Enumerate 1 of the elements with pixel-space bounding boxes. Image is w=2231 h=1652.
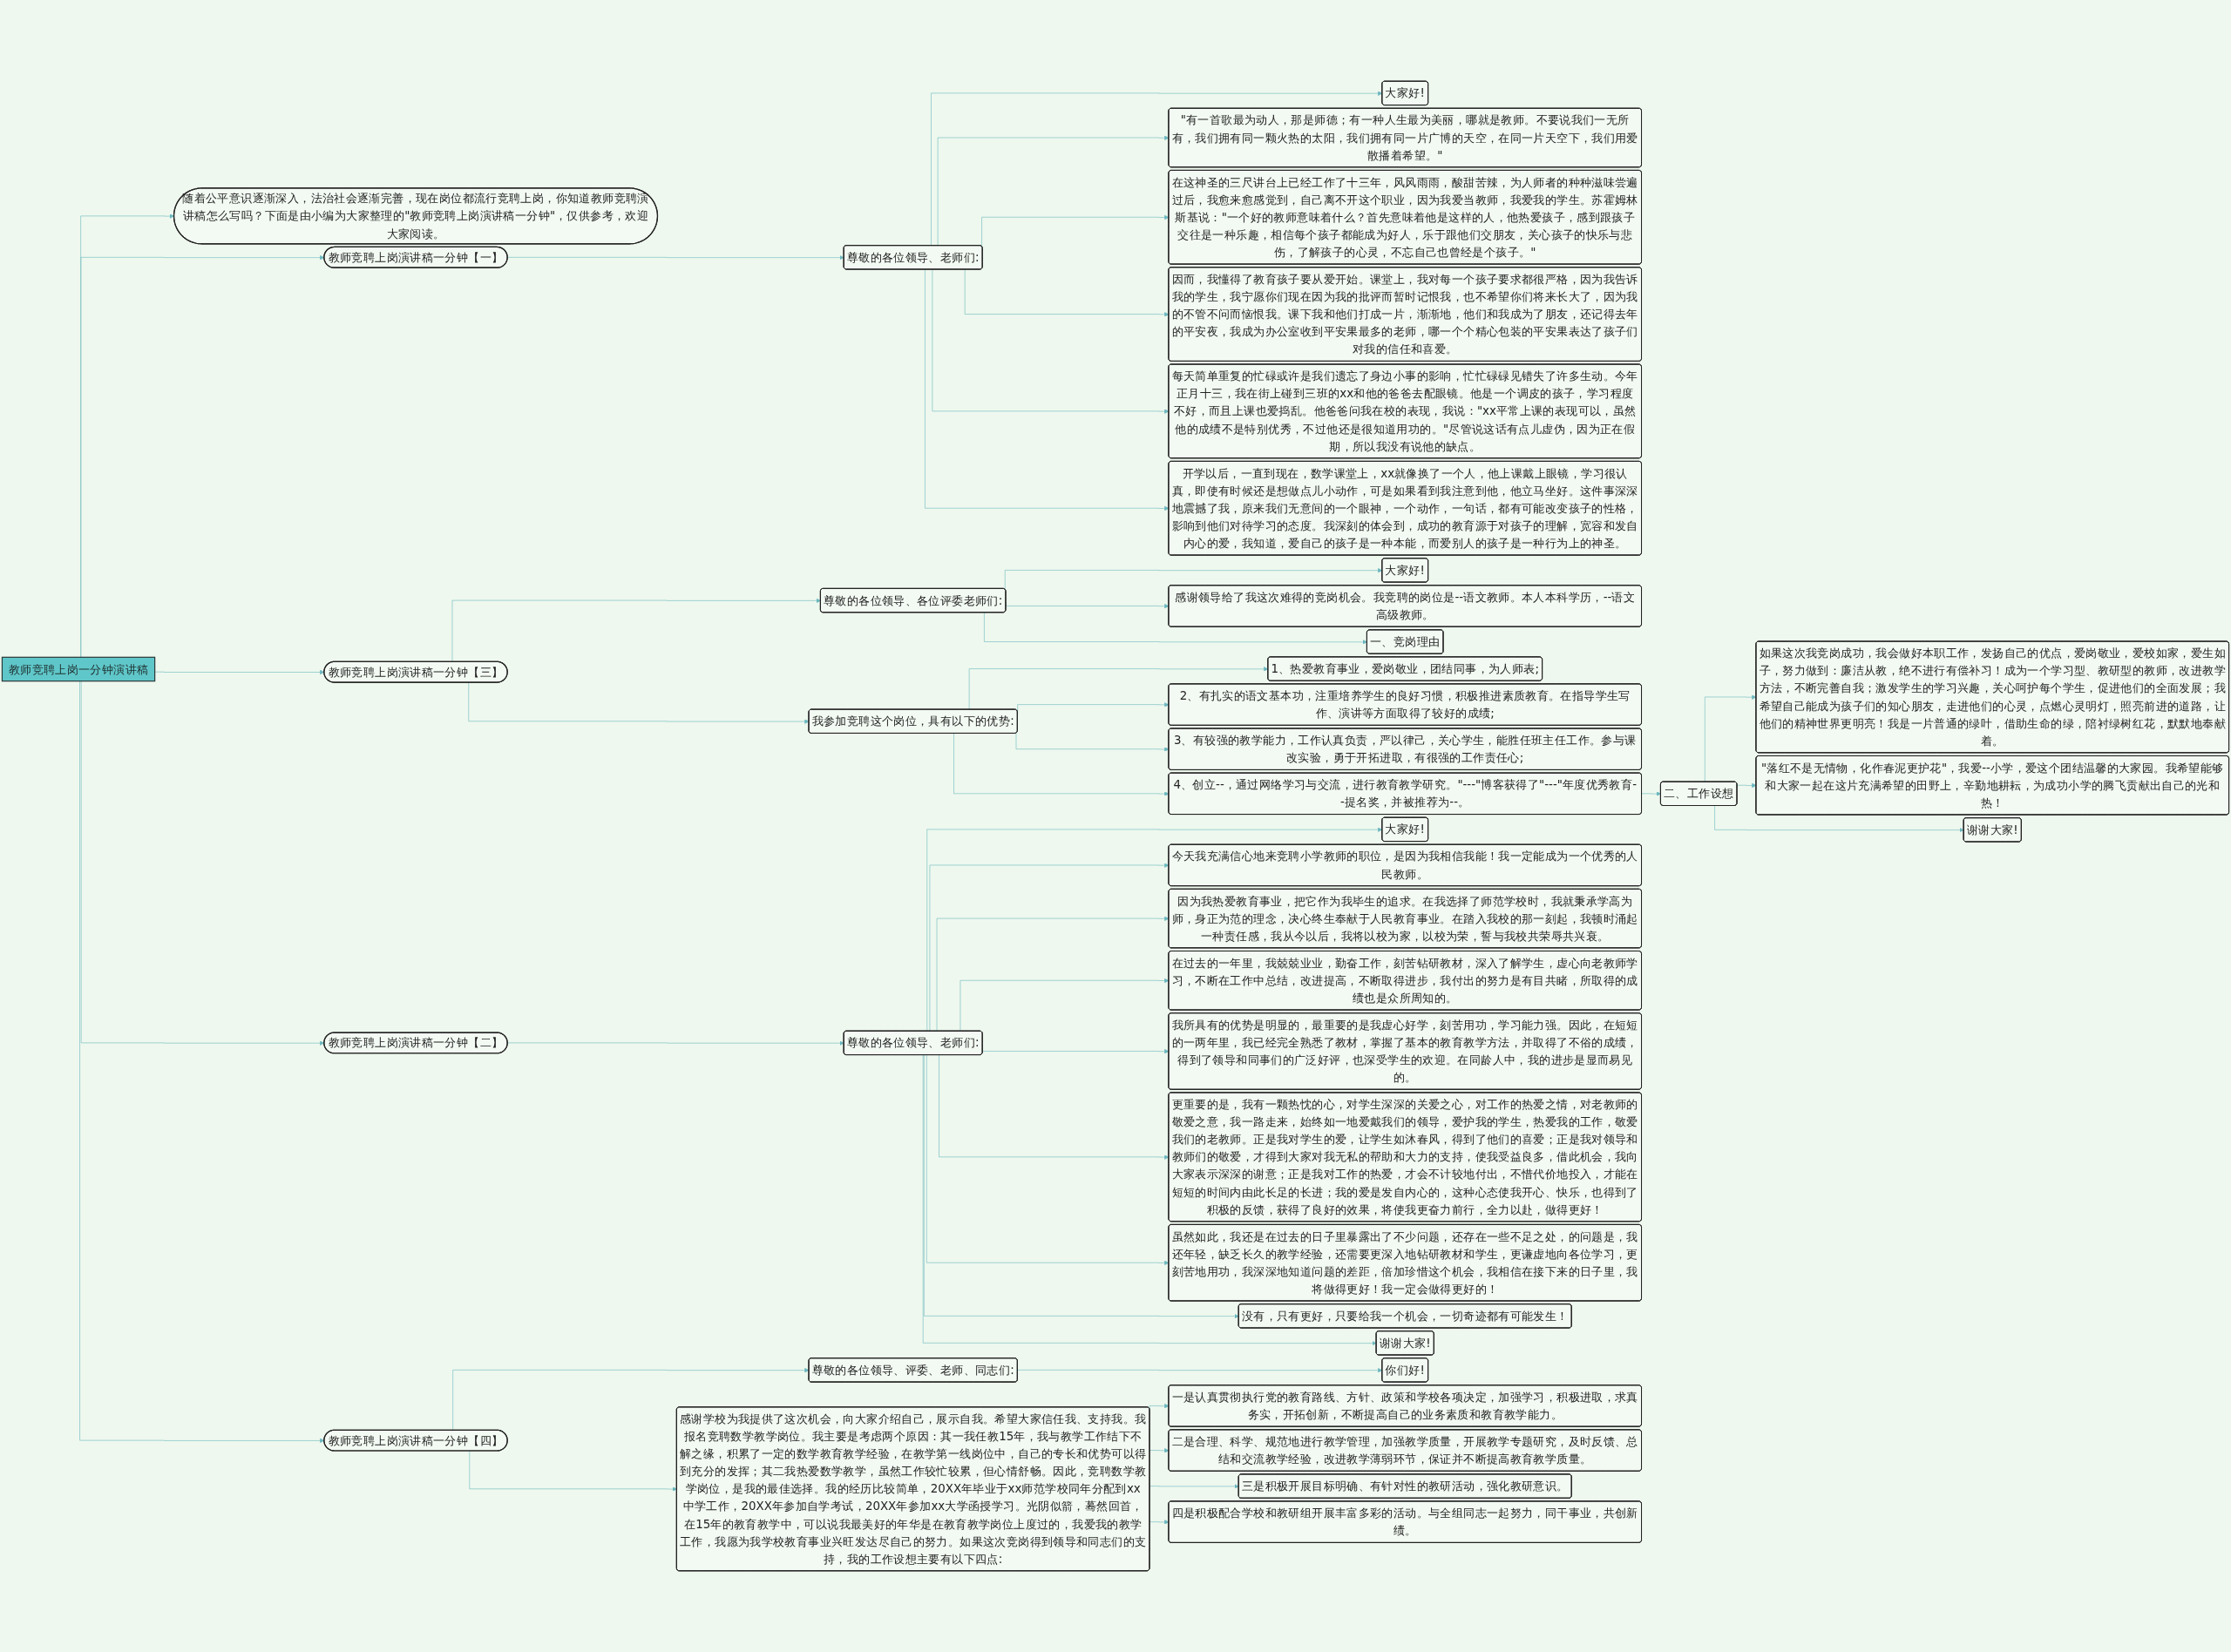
node-box: 教师竞聘上岗一分钟演讲稿 — [1, 656, 156, 682]
